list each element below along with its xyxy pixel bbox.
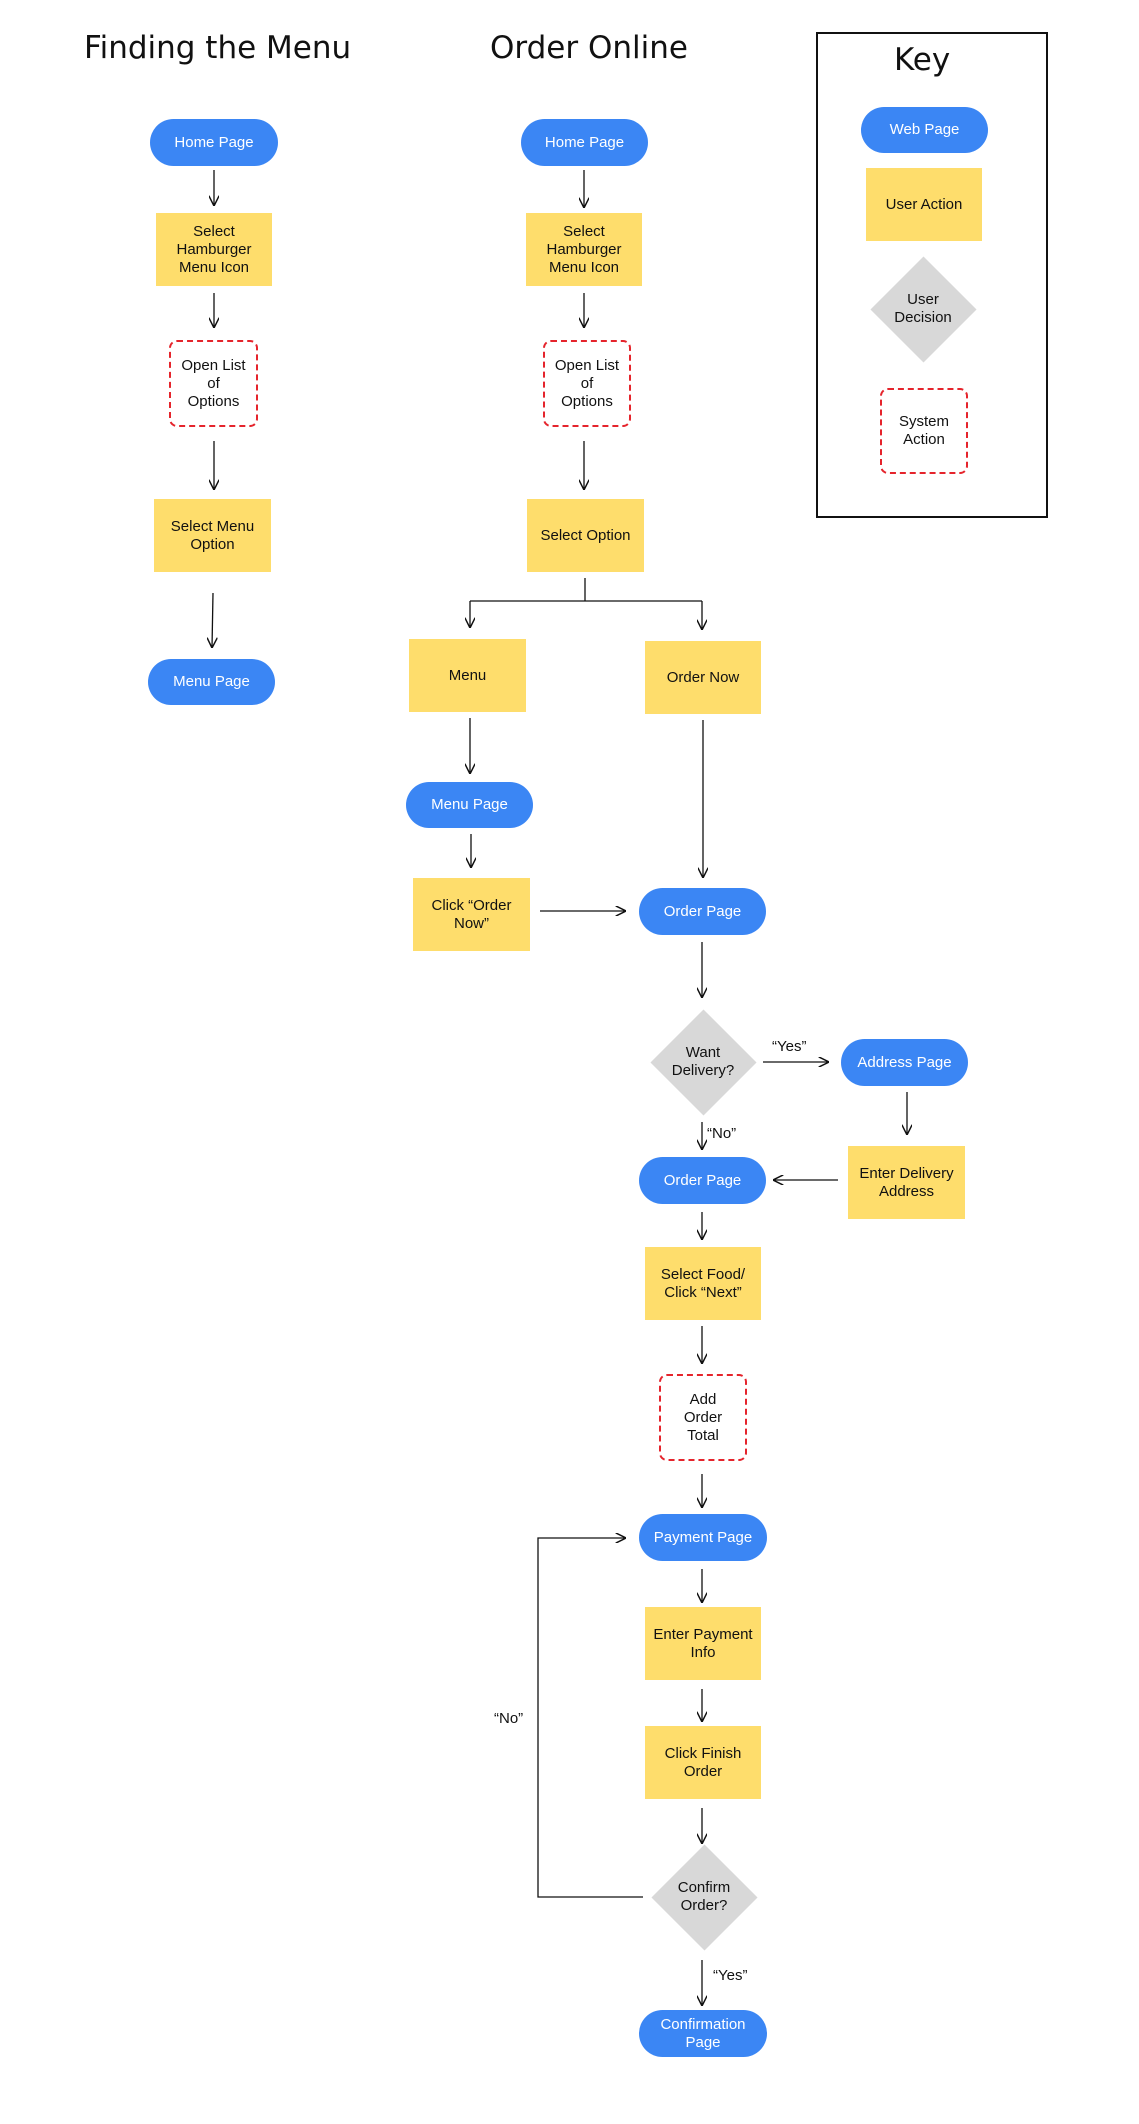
select-food-node: Select Food/ Click “Next” <box>645 1247 761 1320</box>
title-finding-the-menu: Finding the Menu <box>84 30 352 66</box>
confirm-order-decision: Confirm Order? <box>650 1843 758 1951</box>
key-user-action: User Action <box>866 168 982 241</box>
enter-payment-info-node: Enter Payment Info <box>645 1607 761 1680</box>
menu-page-node: Menu Page <box>148 659 275 705</box>
select-option-node: Select Option <box>527 499 644 572</box>
home-page-node: Home Page <box>150 119 278 166</box>
address-page-node: Address Page <box>841 1039 968 1086</box>
click-finish-order-node: Click Finish Order <box>645 1726 761 1799</box>
no-label: “No” <box>707 1125 737 1142</box>
payment-page-node: Payment Page <box>639 1514 767 1561</box>
select-menu-option-node: Select Menu Option <box>154 499 271 572</box>
no-loop-label: “No” <box>494 1710 524 1727</box>
key-system-action: System Action <box>880 388 968 474</box>
confirm-order-label: Confirm Order? <box>677 1879 731 1914</box>
add-order-total-node: Add Order Total <box>659 1374 747 1461</box>
order-open-list-node: Open List of Options <box>543 340 631 427</box>
order-home-page-node: Home Page <box>521 119 648 166</box>
enter-delivery-address-node: Enter Delivery Address <box>848 1146 965 1219</box>
key-web-page: Web Page <box>861 107 988 153</box>
loop-back-arrow <box>537 1538 643 1898</box>
order-now-choice-node: Order Now <box>645 641 761 714</box>
order-page-2-node: Order Page <box>639 1157 766 1204</box>
want-delivery-decision: Want Delivery? <box>649 1008 757 1116</box>
confirmation-page-node: Confirmation Page <box>639 2010 767 2057</box>
open-list-node: Open List of Options <box>169 340 258 427</box>
key-legend <box>816 32 1048 518</box>
click-order-now-node: Click “Order Now” <box>413 878 530 951</box>
key-title: Key <box>894 42 951 78</box>
key-user-decision: User Decision <box>869 255 977 363</box>
order-select-hamburger-node: Select Hamburger Menu Icon <box>526 213 642 286</box>
select-hamburger-node: Select Hamburger Menu Icon <box>156 213 272 286</box>
want-delivery-label: Want Delivery? <box>671 1044 735 1079</box>
yes-confirm-label: “Yes” <box>713 1967 748 1984</box>
title-order-online: Order Online <box>490 30 688 66</box>
order-menu-page-node: Menu Page <box>406 782 533 828</box>
order-page-node: Order Page <box>639 888 766 935</box>
key-user-decision-label: User Decision <box>894 291 952 326</box>
menu-choice-node: Menu <box>409 639 526 712</box>
arrow <box>212 592 213 648</box>
yes-label: “Yes” <box>772 1038 807 1055</box>
